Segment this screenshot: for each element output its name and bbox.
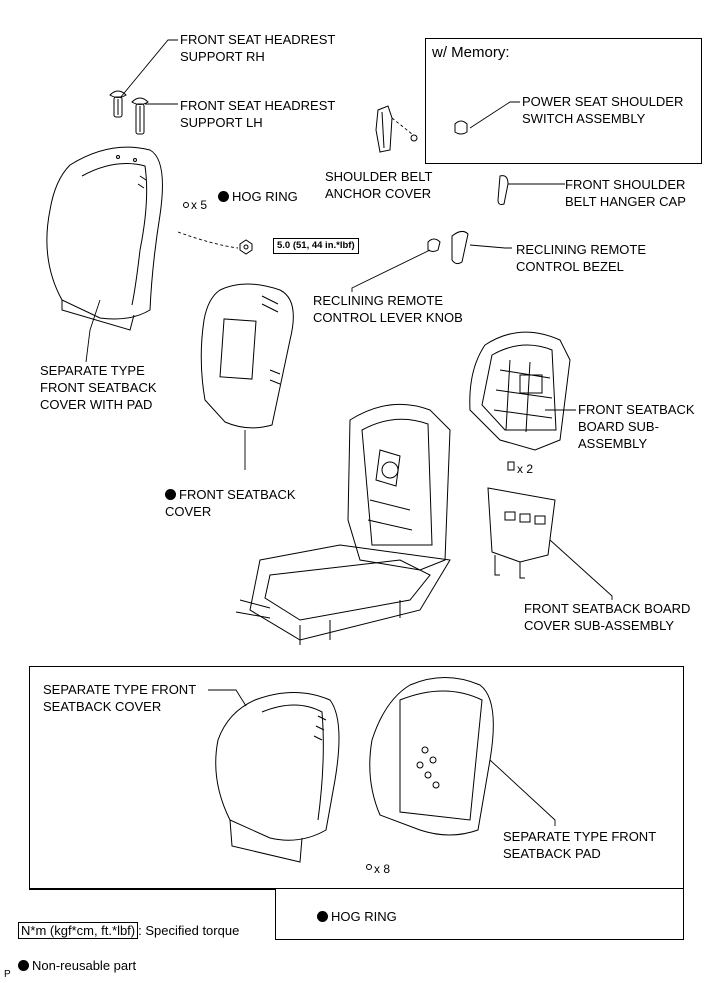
hog-ring-text: HOG RING <box>232 189 298 204</box>
separate-type-box <box>29 666 684 890</box>
front-seatback-cover-text: FRONT SEATBACK COVER <box>165 487 296 519</box>
board-sub-assembly-label: FRONT SEATBACK BOARD SUB- ASSEMBLY <box>578 402 695 451</box>
sep-seatback-pad-label: SEPARATE TYPE FRONT SEATBACK PAD <box>503 829 657 861</box>
headrest-support-lh-label: FRONT SEAT HEADREST SUPPORT LH <box>180 98 336 130</box>
reclining-bezel-label: RECLINING REMOTE CONTROL BEZEL <box>516 242 647 274</box>
non-reusable-dot-icon <box>165 489 176 500</box>
torque-spec-box: 5.0 (51, 44 in.*lbf) <box>273 238 359 254</box>
power-seat-switch-drawing <box>454 120 468 135</box>
legend-non-reusable: Non-reusable part <box>18 940 136 974</box>
sep-seatback-cover-label: SEPARATE TYPE FRONT SEATBACK COVER <box>43 682 197 714</box>
memory-title: w/ Memory: <box>432 44 510 61</box>
front-seatback-cover-drawing <box>200 283 294 429</box>
box-divider <box>29 888 276 890</box>
non-reusable-dot-icon <box>218 191 229 202</box>
reclining-knob-label: RECLINING REMOTE CONTROL LEVER KNOB <box>313 293 463 325</box>
leader-lines <box>85 39 613 826</box>
belt-hanger-cap-drawing <box>497 175 509 205</box>
power-seat-switch-label: POWER SEAT SHOULDER SWITCH ASSEMBLY <box>522 94 684 126</box>
corner-code: P <box>4 969 11 980</box>
qty-x5: x 5 <box>191 198 208 212</box>
legend-non-reusable-text: Non-reusable part <box>32 958 137 973</box>
legend-torque-desc: : Specified torque <box>138 923 240 938</box>
reclining-knob-drawing <box>427 238 441 252</box>
headrest-support-lh-drawing <box>131 97 149 135</box>
belt-hanger-cap-label: FRONT SHOULDER BELT HANGER CAP <box>565 177 686 209</box>
board-cover-drawing <box>487 487 556 579</box>
non-reusable-dot-icon <box>18 960 29 971</box>
legend-torque-unit: N*m (kgf*cm, ft.*lbf) <box>18 922 139 939</box>
headrest-support-rh-label: FRONT SEAT HEADREST SUPPORT RH <box>180 32 336 64</box>
hog-ring-symbol-2 <box>366 864 372 870</box>
front-seatback-cover-label: FRONT SEATBACK COVER <box>165 469 296 520</box>
board-cover-sub-assembly-label: FRONT SEATBACK BOARD COVER SUB-ASSEMBLY <box>524 601 691 633</box>
seatback-board-drawing <box>469 331 571 471</box>
headrest-support-rh-drawing <box>109 90 127 118</box>
legend-torque: N*m (kgf*cm, ft.*lbf): Specified torque <box>18 905 239 939</box>
qty-x8: x 8 <box>374 862 391 876</box>
seat-frame-drawing <box>235 403 451 645</box>
shoulder-belt-anchor-cover-drawing <box>375 105 418 153</box>
hog-ring-text-2: HOG RING <box>331 909 397 924</box>
sep-seatback-cover-drawing <box>215 692 340 863</box>
sep-seatback-pad-drawing <box>369 677 494 836</box>
memory-box <box>425 38 702 164</box>
seatback-cover-with-pad-label: SEPARATE TYPE FRONT SEATBACK COVER WITH … <box>40 363 157 412</box>
hog-ring-label-2: HOG RING <box>317 891 397 925</box>
hog-ring-label: HOG RING <box>218 171 298 205</box>
shoulder-belt-cover-label: SHOULDER BELT ANCHOR COVER <box>325 169 433 201</box>
reclining-bezel-drawing <box>451 230 469 265</box>
hog-ring-symbol <box>183 202 189 208</box>
non-reusable-dot-icon <box>317 911 328 922</box>
qty-x2: x 2 <box>517 462 534 476</box>
separate-type-box-lower <box>275 888 684 940</box>
seatback-cover-with-pad-drawing <box>46 146 163 331</box>
nut-drawing <box>239 239 253 255</box>
